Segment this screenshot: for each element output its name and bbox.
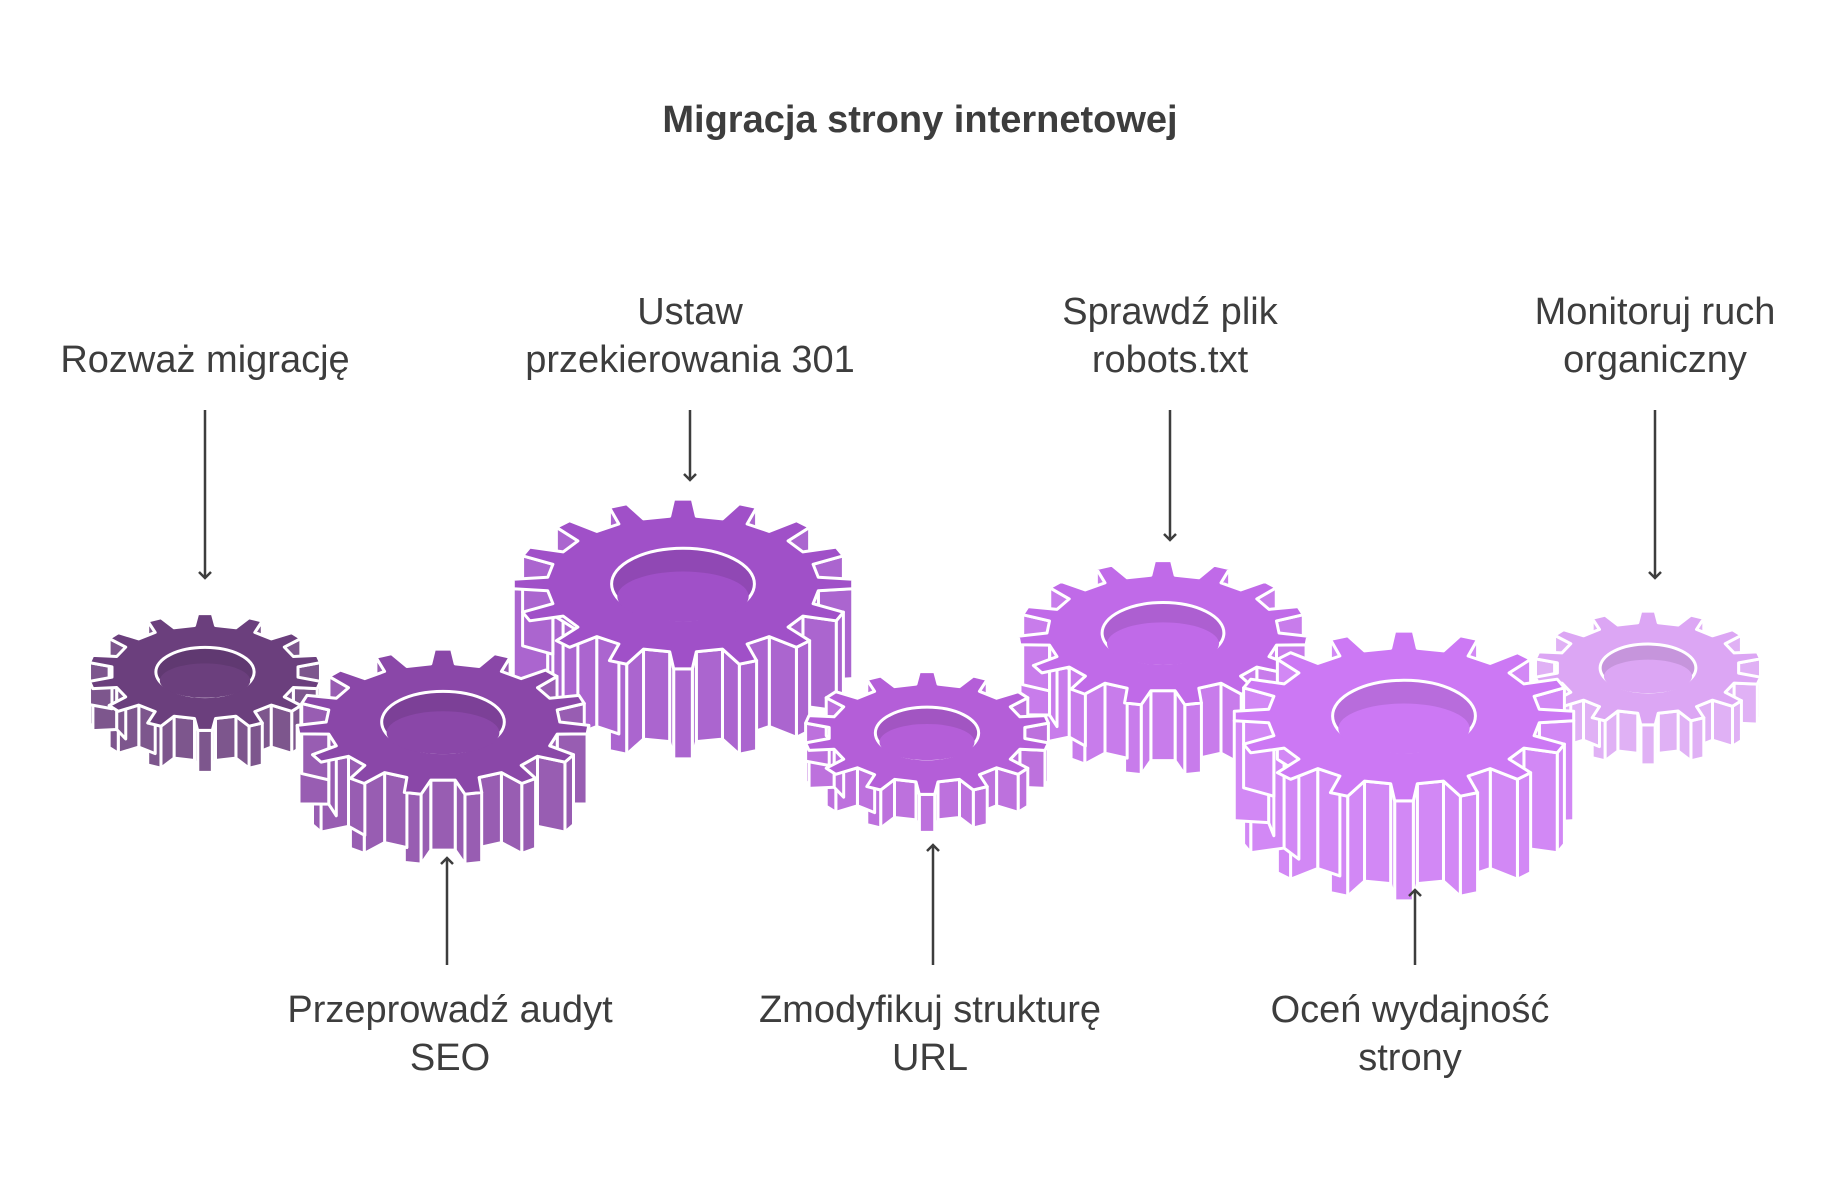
label-struktura-url: Zmodyfikuj strukturę URL [758, 989, 1102, 1079]
label-rozwaz-migracje: Rozważ migrację [60, 339, 350, 381]
gear-audyt-seo [295, 647, 591, 866]
label-przekierowania-301: Ustaw przekierowania 301 [525, 291, 855, 381]
gear-rozwaz-migracje [88, 612, 322, 774]
label-ruch-organiczny: Monitoruj ruch organiczny [1534, 291, 1776, 381]
gear-struktura-url [804, 670, 1050, 834]
gear-wydajnosc-strony [1232, 629, 1576, 903]
label-audyt-seo: Przeprowadź audyt SEO [287, 989, 613, 1079]
label-wydajnosc-strony: Oceń wydajność strony [1270, 989, 1550, 1079]
diagram-title: Migracja strony internetowej [662, 99, 1178, 141]
label-robots-txt: Sprawdź plik robots.txt [1062, 291, 1278, 381]
gear-przekierowania-301 [511, 497, 855, 761]
